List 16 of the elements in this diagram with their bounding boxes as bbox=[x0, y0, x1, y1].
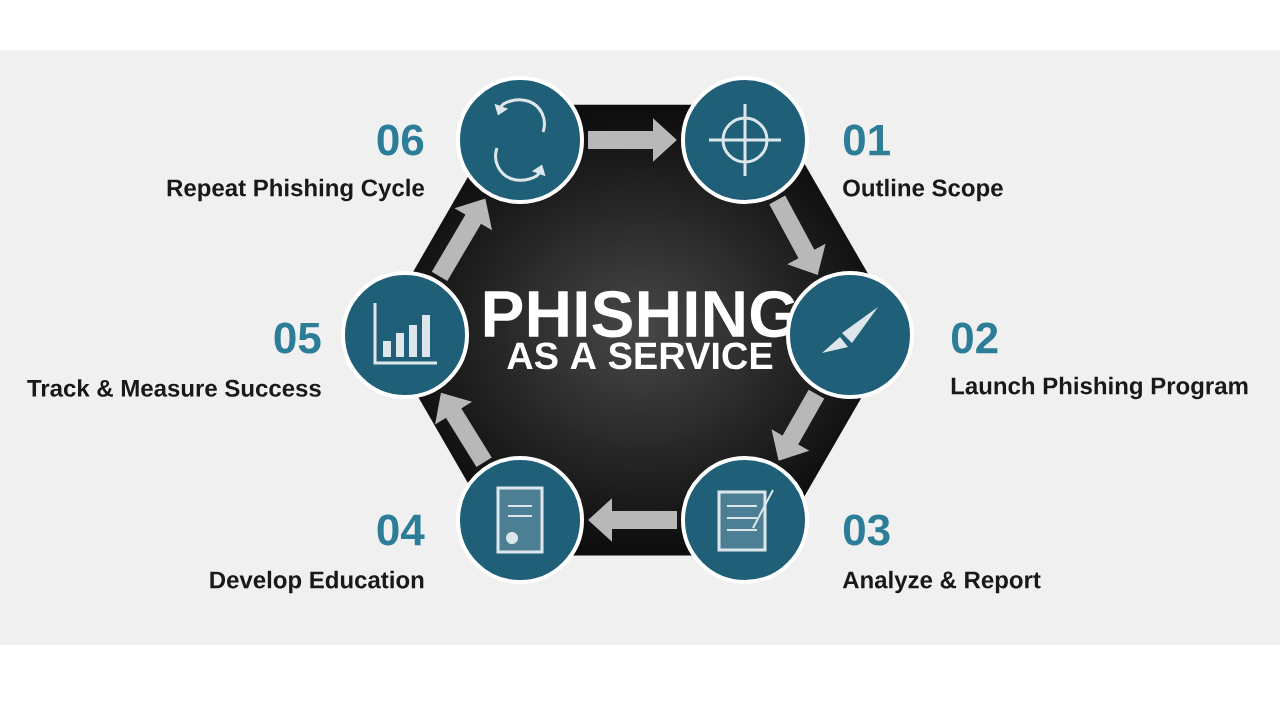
step-number: 02 bbox=[951, 322, 998, 354]
step-number: 01 bbox=[843, 124, 890, 156]
step-number: 06 bbox=[377, 124, 424, 156]
subtitle-text: AS A SERVICE bbox=[507, 342, 773, 370]
step-label: Outline Scope bbox=[843, 178, 1003, 202]
step-circle bbox=[341, 271, 469, 399]
step-circle bbox=[456, 76, 584, 204]
step-number: 04 bbox=[377, 514, 425, 546]
step-label: Launch Phishing Program bbox=[951, 376, 1248, 400]
step-number: 03 bbox=[843, 514, 890, 546]
step-label: Develop Education bbox=[210, 570, 424, 594]
step-circle bbox=[681, 76, 809, 204]
step-number: 05 bbox=[274, 322, 321, 354]
step-label: Repeat Phishing Cycle bbox=[167, 178, 424, 202]
step-label: Track & Measure Success bbox=[27, 379, 321, 397]
step-label: Analyze & Report bbox=[842, 570, 1041, 594]
